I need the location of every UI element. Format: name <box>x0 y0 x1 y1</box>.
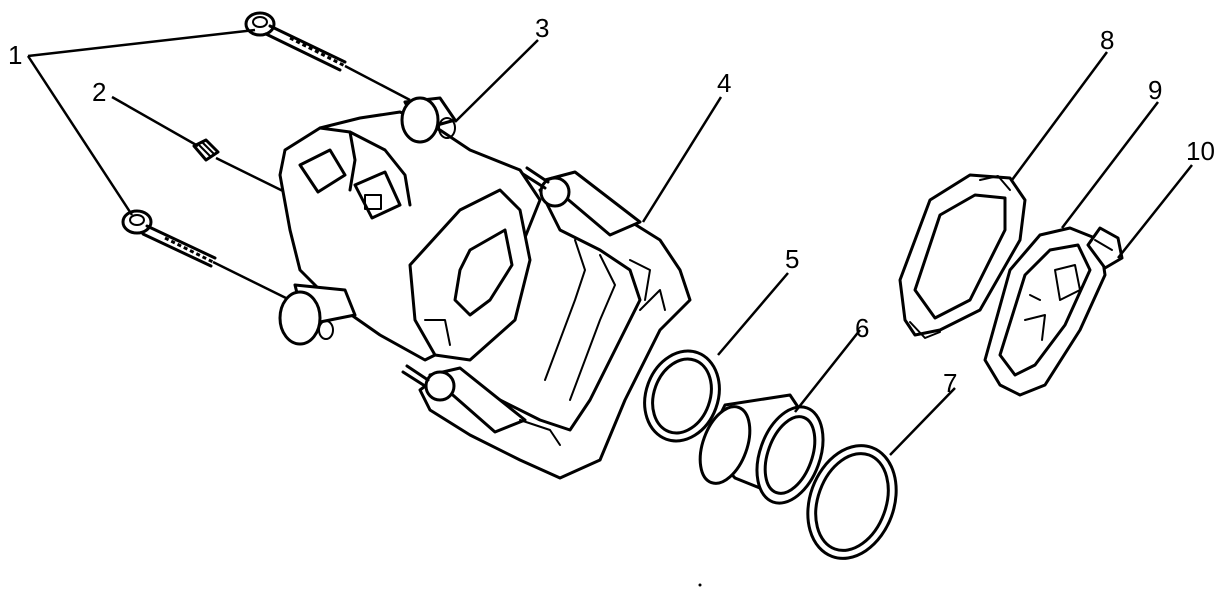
piston-seal <box>643 349 721 443</box>
leader-9 <box>1061 101 1159 229</box>
caliper-bracket <box>401 166 692 480</box>
leader-3 <box>454 39 539 123</box>
leader-8 <box>1010 51 1109 181</box>
dust-boot <box>806 444 898 560</box>
leader-1a <box>27 28 256 58</box>
inner-brake-pad <box>983 226 1107 397</box>
leader-10 <box>1117 164 1193 259</box>
callout-label-8: 8 <box>1100 25 1114 55</box>
callout-labels: 1 2 3 4 5 6 7 8 9 10 <box>8 13 1215 398</box>
callout-label-5: 5 <box>785 244 799 274</box>
leader-6 <box>794 329 861 413</box>
callout-label-9: 9 <box>1148 75 1162 105</box>
piston <box>698 393 825 505</box>
leader-7 <box>889 387 956 456</box>
callout-label-6: 6 <box>855 313 869 343</box>
outer-brake-pad <box>898 173 1027 339</box>
callout-label-3: 3 <box>535 13 549 43</box>
bleeder-valve <box>192 138 286 194</box>
leader-4 <box>641 96 723 223</box>
leader-2 <box>111 95 199 148</box>
callout-label-10: 10 <box>1186 136 1215 166</box>
callout-label-1: 1 <box>8 40 22 70</box>
caliper-bolt-lower <box>121 209 291 302</box>
caliper-housing <box>278 96 542 362</box>
callout-label-4: 4 <box>717 68 731 98</box>
callout-label-2: 2 <box>92 77 106 107</box>
caliper-bolt-upper <box>244 11 411 102</box>
callout-label-7: 7 <box>943 368 957 398</box>
stray-dot <box>698 583 702 587</box>
wear-indicator <box>1086 226 1124 270</box>
callout-leaders <box>26 28 1193 456</box>
leader-5 <box>717 272 789 356</box>
leader-1b <box>26 55 134 216</box>
